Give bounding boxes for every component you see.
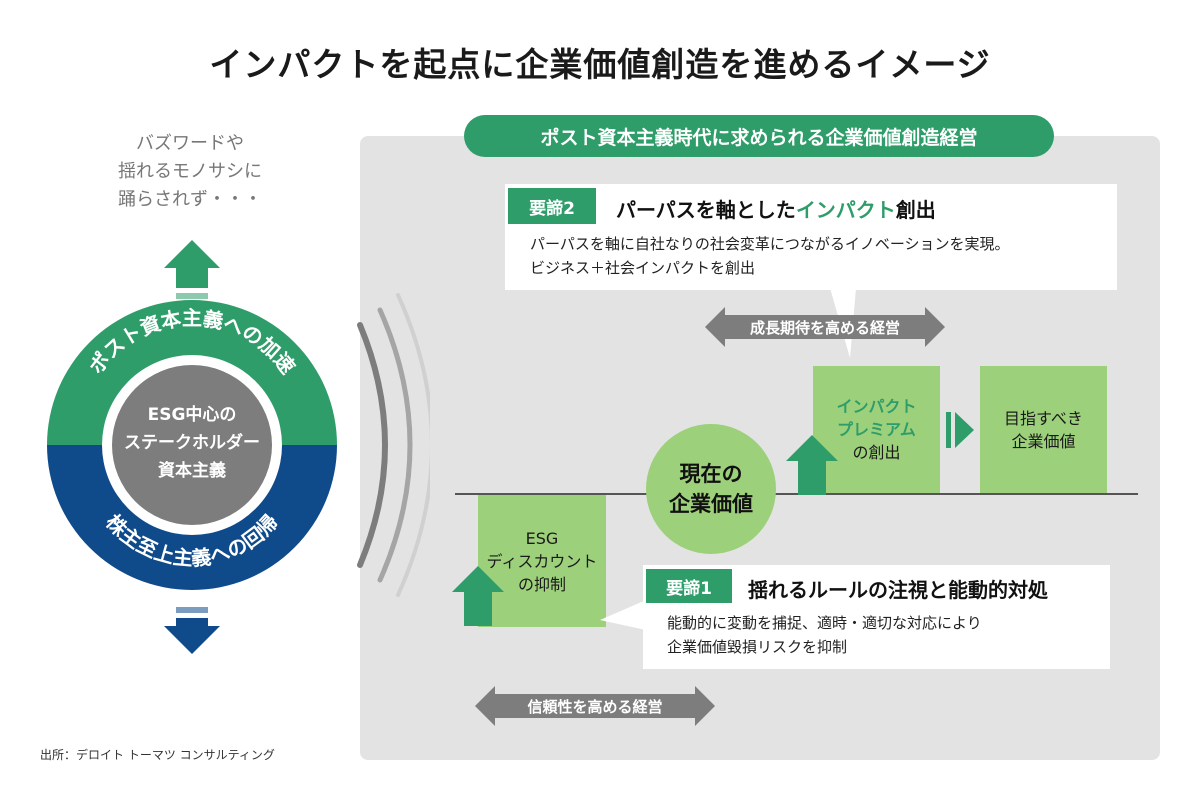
key2-badge: 要諦2	[508, 188, 596, 224]
ring-top-green	[47, 300, 337, 445]
section-title-pill: ポスト資本主義時代に求められる企業価値創造経営	[464, 115, 1054, 157]
down-arrow-icon	[164, 607, 220, 654]
center-label-line3: 資本主義	[158, 460, 226, 481]
key2-description: パーパスを軸に自社なりの社会変革につながるイノベーションを実現。 ビジネス＋社会…	[530, 235, 1010, 277]
trust-arrow-label: 信頼性を高める経営	[527, 697, 663, 716]
impact-up-arrow-icon	[786, 435, 838, 495]
center-label-line1: ESG中心の	[148, 404, 237, 425]
forward-arrow-icon	[946, 412, 974, 448]
growth-double-arrow	[705, 307, 945, 347]
key2-title: パーパスを軸としたインパクト創出	[616, 198, 936, 222]
current-value-circle: 現在の 企業価値	[646, 424, 776, 554]
up-arrow-icon	[164, 240, 220, 299]
key1-callout-pointer	[600, 600, 646, 630]
impact-premium-box: インパクト プレミアム の創出	[813, 366, 940, 493]
growth-arrow-label: 成長期待を高める経営	[749, 318, 900, 337]
esg-up-arrow-icon	[452, 566, 504, 626]
key1-badge: 要諦1	[646, 569, 732, 603]
circle-diagram: ポスト資本主義への加速 株主至上主義への回帰 ESG中心の ステークホルダー 資…	[47, 240, 430, 654]
wave-lines-icon	[357, 293, 430, 597]
buzzword-note: バズワードや 揺れるモノサシに 踊らされず・・・	[118, 133, 262, 210]
target-value-box: 目指すべき 企業価値	[980, 366, 1107, 493]
trust-double-arrow	[475, 686, 715, 726]
key1-title: 揺れるルールの注視と能動的対処	[748, 578, 1048, 602]
esg-discount-box: ESG ディスカウント の抑制	[478, 495, 606, 627]
key2-callout	[505, 184, 1117, 290]
source-note: 出所：デロイト トーマツ コンサルティング	[40, 748, 275, 762]
center-disk	[112, 365, 272, 525]
key1-description: 能動的に変動を捕捉、適時・適切な対応により 企業価値毀損リスクを抑制	[667, 614, 982, 656]
center-label-line2: ステークホルダー	[124, 432, 260, 453]
ring-bottom-navy	[47, 445, 337, 590]
baseline-line	[455, 493, 1138, 495]
page-title: インパクトを起点に企業価値創造を進めるイメージ	[209, 45, 991, 84]
